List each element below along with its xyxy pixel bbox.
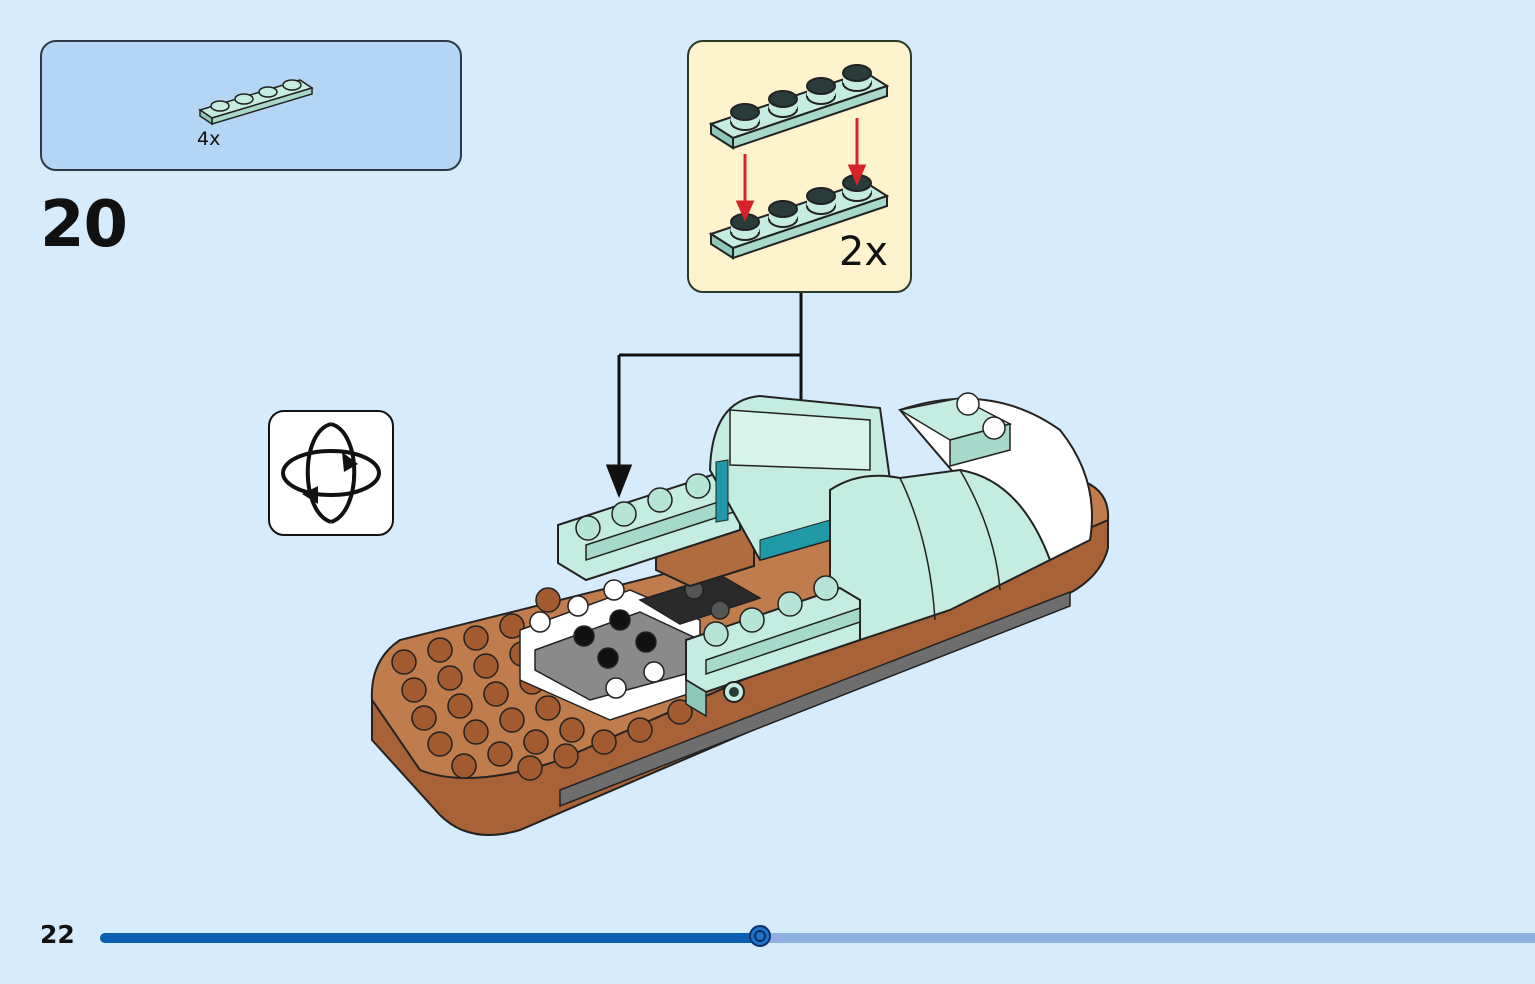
step-number: 20 — [40, 188, 128, 262]
progress-knob — [749, 925, 772, 947]
sub-assembly-panel: 2x — [687, 40, 912, 293]
plate-stack-diagram — [708, 64, 890, 260]
parts-list-panel: 4x — [40, 40, 462, 171]
plate-1x4-icon — [198, 79, 314, 126]
progress-bar-fill — [100, 933, 761, 943]
page-number: 22 — [40, 920, 75, 949]
progress-bar — [100, 925, 1535, 947]
rotate-model-icon — [268, 410, 394, 536]
part-count-label: 4x — [197, 128, 221, 150]
sub-assembly-multiplier: 2x — [838, 229, 888, 275]
